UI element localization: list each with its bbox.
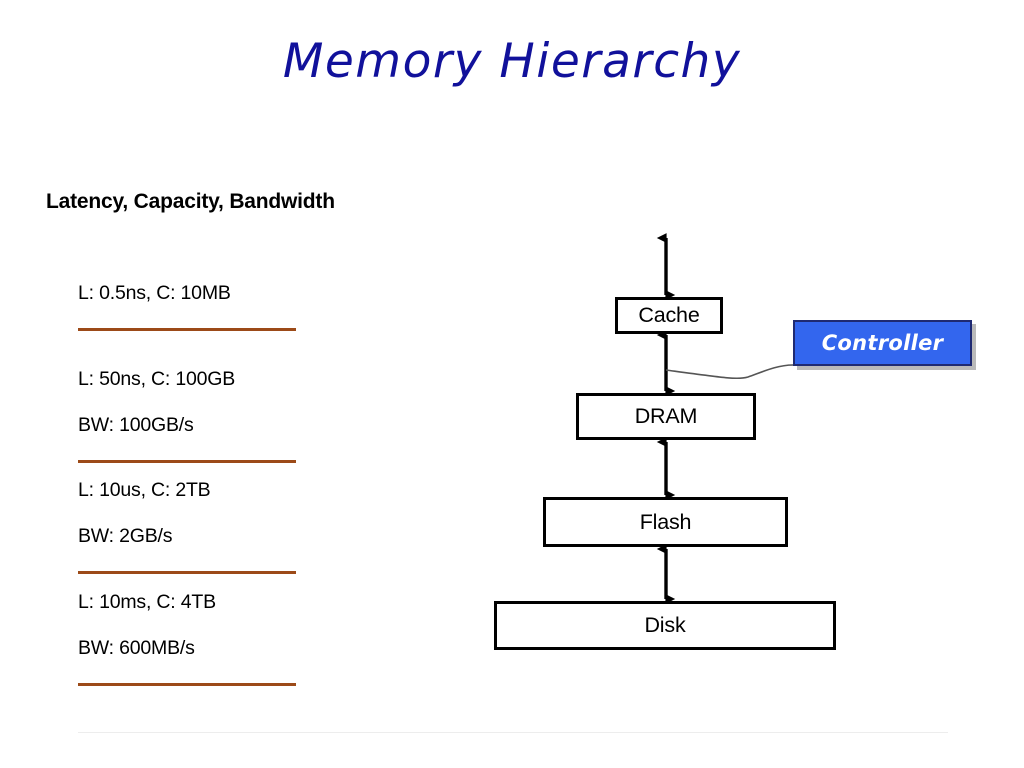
metric-line: BW: 100GB/s — [78, 414, 194, 436]
metric-divider — [78, 683, 296, 686]
metric-divider — [78, 571, 296, 574]
metric-line: BW: 2GB/s — [78, 525, 173, 547]
metric-line: L: 0.5ns, C: 10MB — [78, 282, 231, 304]
metric-group-dram: L: 50ns, C: 100GB BW: 100GB/s — [78, 368, 296, 463]
metric-divider — [78, 328, 296, 331]
metrics-heading: Latency, Capacity, Bandwidth — [46, 190, 335, 213]
memory-box-label: Disk — [644, 613, 686, 637]
memory-box-disk[interactable]: Disk — [494, 601, 836, 650]
memory-box-dram[interactable]: DRAM — [576, 393, 756, 440]
memory-box-label: DRAM — [634, 404, 698, 428]
memory-hierarchy-diagram: Cache DRAM Flash Disk — [460, 225, 980, 665]
metric-line: BW: 600MB/s — [78, 637, 195, 659]
memory-box-flash[interactable]: Flash — [543, 497, 788, 547]
metric-divider — [78, 460, 296, 463]
page-title: Memory Hierarchy — [282, 34, 742, 89]
controller-callout[interactable]: Controller — [793, 320, 972, 366]
footer-divider — [78, 732, 948, 733]
memory-box-cache[interactable]: Cache — [615, 297, 723, 334]
metric-group-disk: L: 10ms, C: 4TB BW: 600MB/s — [78, 591, 296, 686]
metric-line: L: 10us, C: 2TB — [78, 479, 211, 501]
controller-callout-label: Controller — [821, 331, 944, 355]
metric-group-flash: L: 10us, C: 2TB BW: 2GB/s — [78, 479, 296, 574]
metric-line: L: 10ms, C: 4TB — [78, 591, 216, 613]
memory-box-label: Cache — [638, 303, 700, 327]
metric-group-cache: L: 0.5ns, C: 10MB — [78, 282, 296, 331]
metric-line: L: 50ns, C: 100GB — [78, 368, 236, 390]
memory-box-label: Flash — [639, 509, 692, 534]
controller-leader-line — [665, 364, 794, 380]
hierarchy-arrows — [656, 233, 794, 604]
